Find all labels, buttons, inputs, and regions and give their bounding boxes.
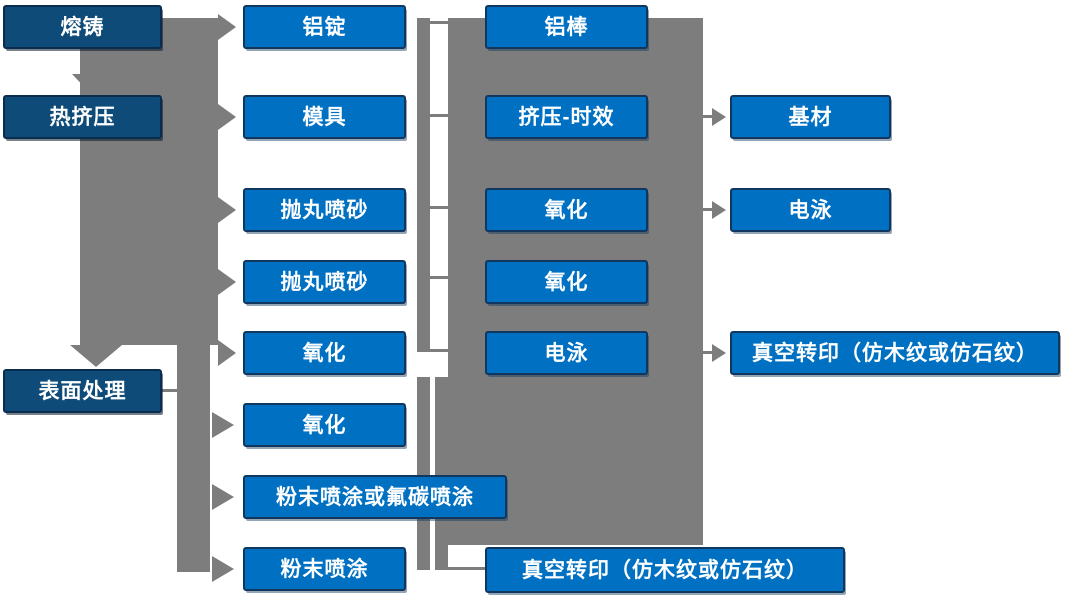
node-label: 抛丸喷砂 [280, 198, 369, 222]
node-label: 电泳 [544, 341, 589, 365]
connector-row-link-aluminum-rod [417, 21, 448, 24]
node-shot-blasting-sandblasting-1: 抛丸喷砂 [243, 188, 406, 232]
connector-stub-base-material [703, 115, 713, 118]
node-powder-coating: 粉末喷涂 [243, 547, 406, 591]
node-powder-or-fluorocarbon-coating: 粉末喷涂或氟碳喷涂 [243, 475, 507, 519]
node-label: 热挤压 [49, 105, 116, 129]
node-label: 基材 [788, 105, 833, 129]
arrow-mold-arrowhead-icon [218, 104, 236, 130]
node-aluminum-ingot: 铝锭 [243, 5, 406, 49]
node-mold: 模具 [243, 95, 406, 139]
connector-stub-vacuum-transfer-2 [703, 351, 713, 354]
connector-row-link-oxidation-4 [417, 276, 448, 279]
node-label: 粉末喷涂 [280, 557, 369, 581]
node-label: 模具 [302, 105, 347, 129]
node-base-material: 基材 [730, 95, 891, 139]
arrow-vacuum-transfer-2-arrowhead-icon [712, 344, 726, 362]
arrow-to-hot-extrusion-arrowhead-icon [72, 74, 106, 92]
node-label: 抛丸喷砂 [280, 270, 369, 294]
node-label: 真空转印（仿木纹或仿石纹） [522, 558, 808, 582]
connector-row-link-electrophoresis [417, 349, 448, 352]
node-label: 真空转印（仿木纹或仿石纹） [752, 341, 1038, 365]
arrow-to-surface-treatment-arrowhead-icon [70, 345, 122, 367]
node-shot-blasting-sandblasting-2: 抛丸喷砂 [243, 260, 406, 304]
node-label: 氧化 [302, 413, 347, 437]
node-oxidation-1: 氧化 [243, 331, 406, 375]
connector-row-link-extrusion-aging [417, 114, 448, 117]
node-electrophoresis-2: 电泳 [730, 188, 891, 232]
connector-surface-treatment-link [162, 389, 178, 392]
node-melting-casting: 熔铸 [3, 5, 162, 49]
node-label: 铝棒 [544, 15, 589, 39]
node-label: 电泳 [788, 198, 833, 222]
arrow-powder-fluorocarbon-arrowhead-icon [212, 484, 234, 510]
arrow-shot-blasting-2-arrowhead-icon [218, 269, 236, 295]
node-surface-treatment: 表面处理 [3, 369, 162, 413]
connector-mid-bus-lower-left [417, 377, 430, 570]
arrow-oxidation-1-arrowhead-icon [218, 340, 236, 366]
node-label: 铝锭 [302, 15, 347, 39]
node-vacuum-transfer-print-2: 真空转印（仿木纹或仿石纹） [730, 331, 1060, 375]
node-aluminum-rod: 铝棒 [485, 5, 648, 49]
connector-mid-bus-upper [417, 18, 430, 352]
arrow-base-material-arrowhead-icon [712, 108, 726, 126]
connector-row-link-oxidation-3 [417, 206, 448, 209]
node-oxidation-3: 氧化 [485, 188, 648, 232]
node-oxidation-4: 氧化 [485, 260, 648, 304]
node-electrophoresis-1: 电泳 [485, 331, 648, 375]
node-label: 挤压-时效 [518, 105, 615, 129]
node-hot-extrusion: 热挤压 [3, 95, 162, 139]
node-label: 粉末喷涂或氟碳喷涂 [276, 485, 474, 509]
node-label: 氧化 [544, 198, 589, 222]
connector-mid-bus-lower-right [435, 377, 448, 570]
node-oxidation-2: 氧化 [243, 403, 406, 447]
node-label: 氧化 [544, 270, 589, 294]
arrow-aluminum-ingot-arrowhead-icon [218, 14, 236, 40]
arrow-electrophoresis-2-arrowhead-icon [712, 201, 726, 219]
node-extrusion-aging: 挤压-时效 [485, 95, 648, 139]
connector-stub-electrophoresis-2 [703, 208, 713, 211]
connector-left-lower-bar [177, 345, 210, 572]
arrow-powder-coating-arrowhead-icon [212, 556, 234, 582]
arrow-shot-blasting-1-arrowhead-icon [218, 197, 236, 223]
connector-left-trunk [80, 18, 218, 345]
arrow-oxidation-2-arrowhead-icon [212, 412, 234, 438]
node-label: 氧化 [302, 341, 347, 365]
node-label: 表面处理 [38, 379, 127, 403]
node-vacuum-transfer-print-1: 真空转印（仿木纹或仿石纹） [485, 547, 845, 593]
node-label: 熔铸 [60, 15, 105, 39]
connector-row-link-vacuum-transfer [448, 567, 487, 570]
